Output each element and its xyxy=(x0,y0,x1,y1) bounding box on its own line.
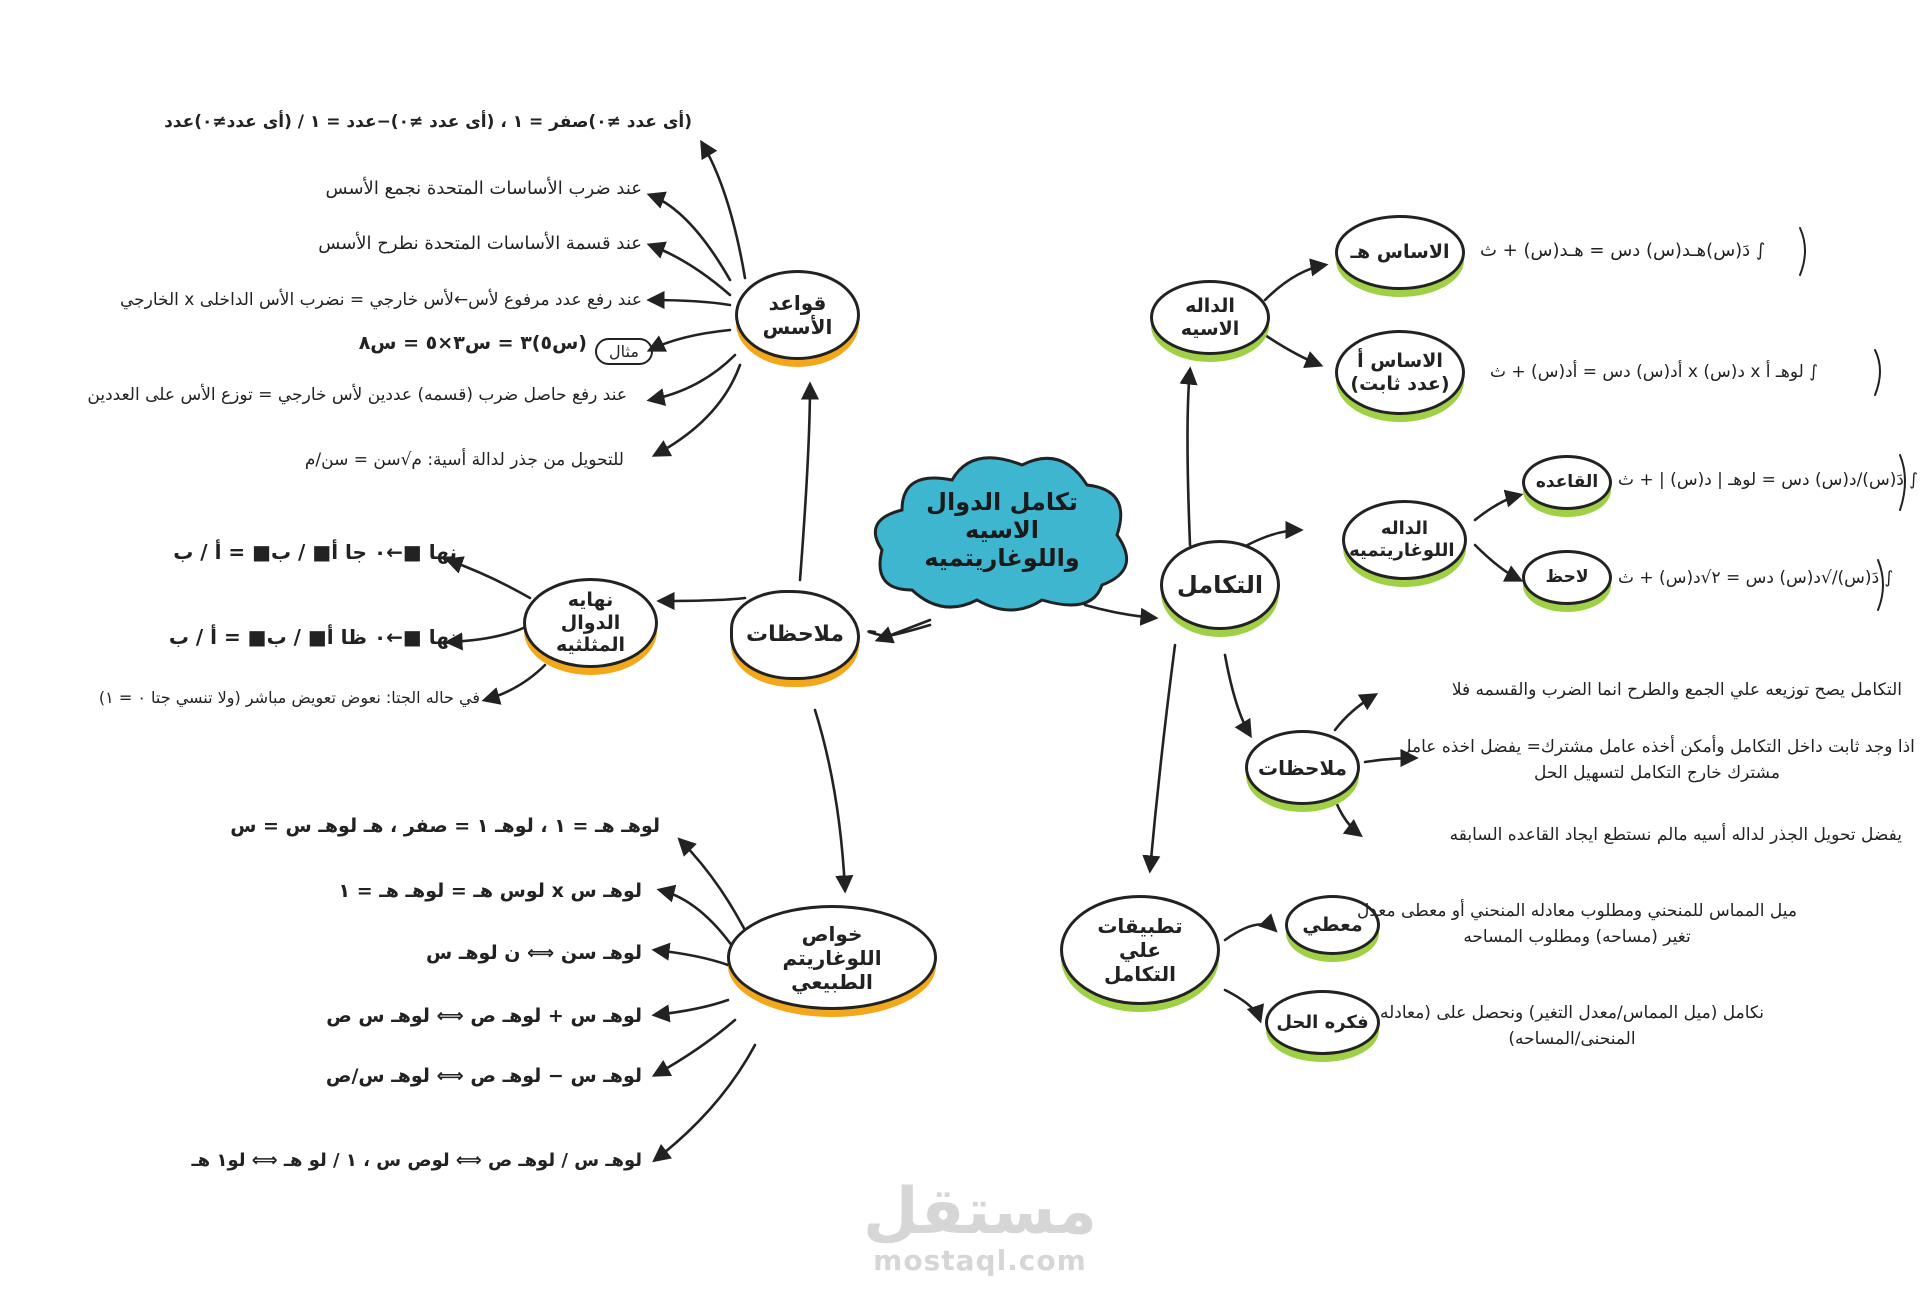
int-note-distribute: التكامل يصح توزيعه علي الجمع والطرح انما… xyxy=(1451,680,1902,700)
formula-base-e: ∫ دَ(س)هـد(س) دس = هـد(س) + ث xyxy=(1480,240,1766,261)
watermark-logo: مستقل mostaql.com xyxy=(840,1180,1120,1277)
power-rule-divide: عند قسمة الأساسات المتحدة نطرح الأسس xyxy=(318,233,642,254)
formula-note-root: ∫ دَ(س)/√د(س) دس = ٢√د(س) + ث xyxy=(1618,568,1894,588)
log-func-node[interactable]: الداله اللوغاريتميه xyxy=(1342,500,1467,580)
power-rule-product-power: عند رفع حاصل ضرب (قسمه) عددين لأس خارجي … xyxy=(87,385,627,405)
power-rules-node[interactable]: قواعد الأسس xyxy=(735,270,860,360)
example-badge: مثال xyxy=(595,338,653,365)
exp-func-node[interactable]: الداله الاسيه xyxy=(1150,280,1270,355)
integration-node[interactable]: التكامل xyxy=(1160,540,1280,630)
int-note-constant: اذا وجد ثابت داخل التكامل وأمكن أخذه عام… xyxy=(1399,737,1915,783)
app-given-text: ميل المماس للمنحني ومطلوب معادله المنحني… xyxy=(1357,901,1797,948)
rule-label: القاعده xyxy=(1535,472,1599,493)
power-rule-root-to-power: للتحويل من جذر لدالة أسية: م√سن = سن/م xyxy=(304,450,624,470)
trig-limit-tan: نها ■←٠ ظا أ■ / ب■ = أ / ب xyxy=(168,625,457,649)
ln-prop-sum: لوهـ س + لوهـ ص ⟺ لوهـ س ص xyxy=(326,1005,642,1027)
int-notes-node[interactable]: ملاحظات xyxy=(1245,730,1360,805)
app-solution-text: نكامل (ميل المماس/معدل التغير) ونحصل على… xyxy=(1379,1003,1765,1050)
power-rule-multiply: عند ضرب الأساسات المتحدة نجمع الأسس xyxy=(325,178,642,199)
base-e-label: الاساس هـ xyxy=(1350,241,1450,264)
note-label: لاحظ xyxy=(1545,567,1589,588)
exp-func-label: الداله الاسيه xyxy=(1180,294,1240,340)
ln-prop-basic: لوهـ هـ = ١ ، لوهـ ١ = صفر ، هـ لوهـ س =… xyxy=(230,815,660,837)
notes-main-node[interactable]: ملاحظات xyxy=(730,590,860,680)
cloud-shape xyxy=(873,456,1128,612)
power-rules-label: قواعد الأسس xyxy=(762,291,833,339)
formula-base-a: ∫ لوهـ أ x د(س) x أد(س) دس = أد(س) + ث xyxy=(1490,362,1819,382)
ln-props-label: خواص اللوغاريتم الطبيعي xyxy=(782,921,882,994)
log-func-label: الداله اللوغاريتميه xyxy=(1349,518,1455,561)
power-rule-power-of-power: عند رفع عدد مرفوع لأس←لأس خارجي = نضرب ا… xyxy=(119,290,642,310)
ln-prop-quotient: لوهـ س / لوهـ ص ⟺ لوص س ، ١ / لو هـ ⟺ لو… xyxy=(191,1150,642,1171)
trig-limits-label: نهايه الدوال المثلثيه xyxy=(556,588,625,657)
notes-main-label: ملاحظات xyxy=(746,621,844,647)
ln-prop-change-base: لوهـ س x لوس هـ = لوهـ هـ = ١ xyxy=(338,880,642,902)
applications-node[interactable]: تطبيقات علي التكامل xyxy=(1060,895,1220,1005)
integration-label: التكامل xyxy=(1176,570,1264,599)
base-a-node[interactable]: الاساس أ (عدد ثابت) xyxy=(1335,330,1465,415)
given-node[interactable]: معطي xyxy=(1285,895,1380,955)
rule-node[interactable]: القاعده xyxy=(1522,455,1612,510)
power-rule-zero-negative: (أى عدد ≠٠)صفر = ١ ، (أى عدد ≠٠)−عدد = ١… xyxy=(164,112,692,132)
int-note-root: يفضل تحويل الجذر لداله أسيه مالم نستطع ا… xyxy=(1449,825,1902,845)
trig-limit-cos-note: في حاله الجتا: نعوض تعويض مباشر (ولا تنس… xyxy=(98,688,480,707)
formula-log-rule: ∫ دَ(س)/د(س) دس = لوهـ | د(س) | + ث xyxy=(1618,470,1919,490)
ln-props-node[interactable]: خواص اللوغاريتم الطبيعي xyxy=(727,905,937,1010)
ln-prop-difference: لوهـ س − لوهـ ص ⟺ لوهـ س/ص xyxy=(325,1065,642,1087)
trig-limit-sin: نها ■←٠ جا أ■ / ب■ = أ / ب xyxy=(173,540,457,564)
base-e-node[interactable]: الاساس هـ xyxy=(1335,215,1465,290)
base-a-label: الاساس أ (عدد ثابت) xyxy=(1350,349,1450,395)
central-topic-title: تكامل الدوال الاسيه واللوغاريتميه xyxy=(924,488,1080,572)
int-notes-label: ملاحظات xyxy=(1257,755,1348,780)
watermark-latin: mostaql.com xyxy=(873,1244,1087,1277)
solution-idea-label: فكره الحل xyxy=(1276,1011,1369,1033)
given-label: معطي xyxy=(1302,913,1363,936)
trig-limits-node[interactable]: نهايه الدوال المثلثيه xyxy=(523,578,658,668)
power-rule-example: (س٥)٣ = س٣×٥ = س٨ xyxy=(358,332,587,354)
ln-prop-power: لوهـ سن ⟺ ن لوهـ س xyxy=(426,942,642,964)
central-topic-cloud: تكامل الدوال الاسيه واللوغاريتميه xyxy=(862,440,1142,620)
watermark-arabic: مستقل xyxy=(862,1175,1098,1249)
applications-label: تطبيقات علي التكامل xyxy=(1097,914,1183,986)
solution-idea-node[interactable]: فكره الحل xyxy=(1265,990,1380,1055)
note-node[interactable]: لاحظ xyxy=(1522,550,1612,605)
